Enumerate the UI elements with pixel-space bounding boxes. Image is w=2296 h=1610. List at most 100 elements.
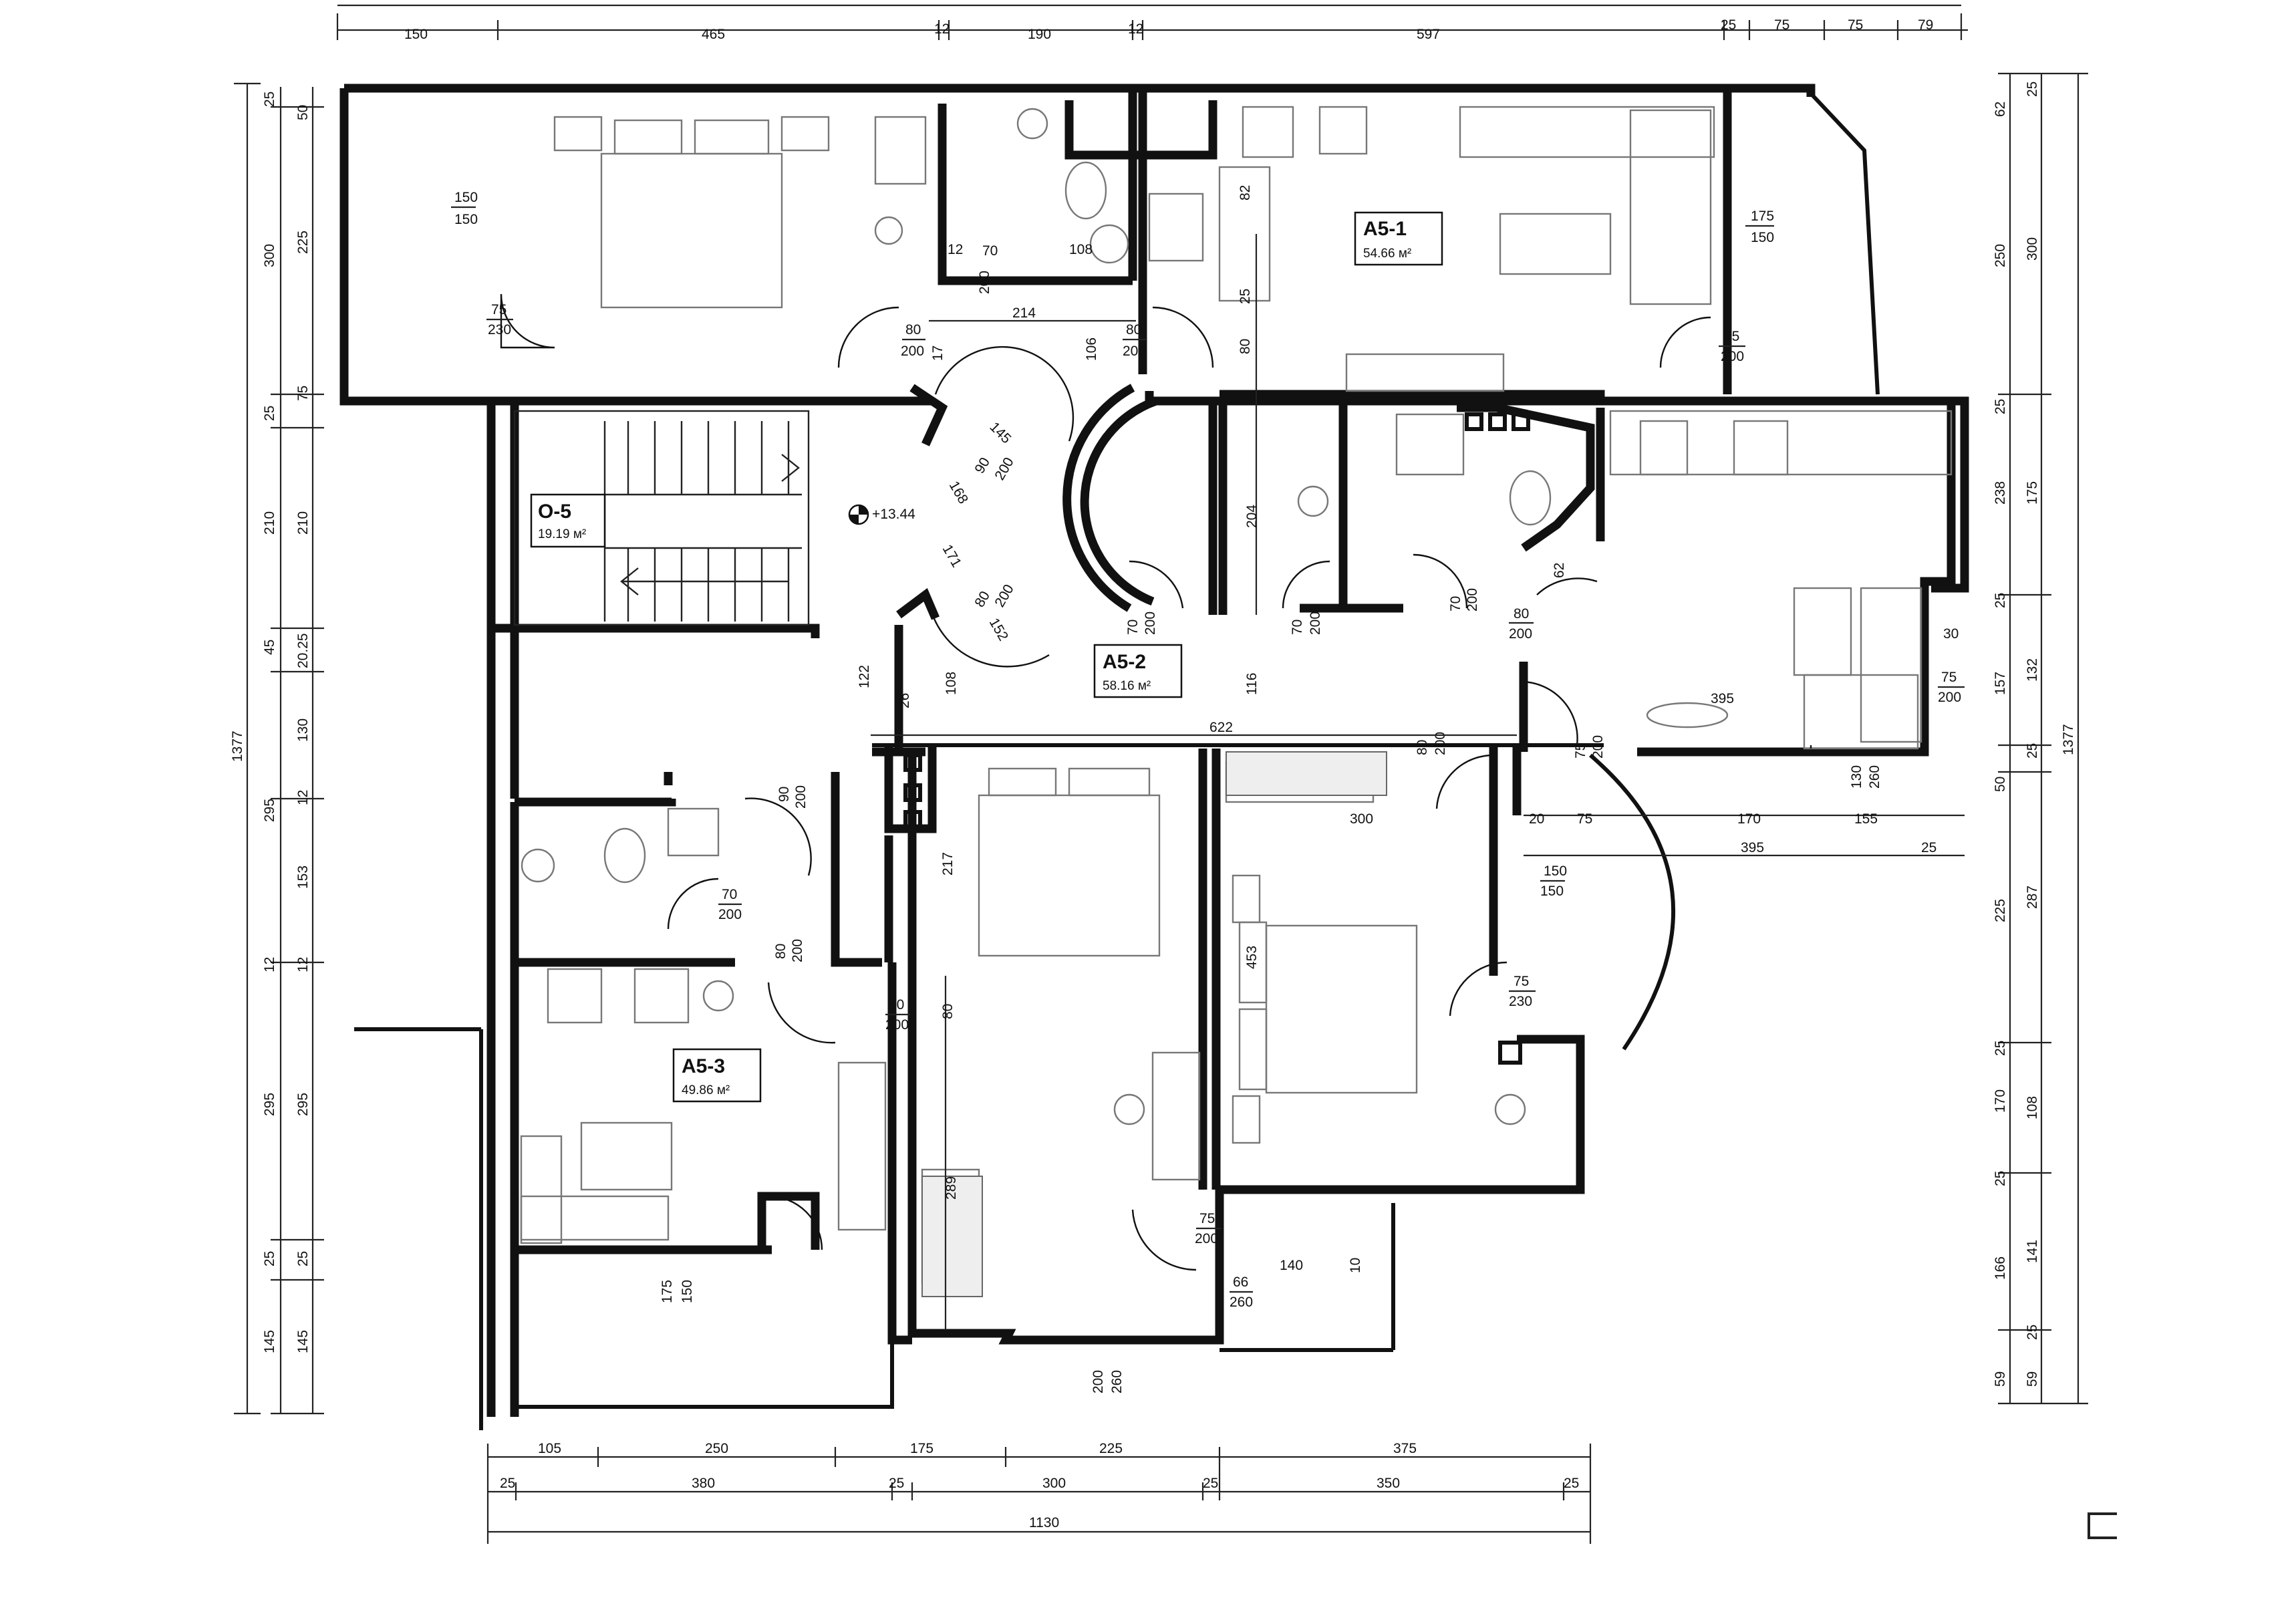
dims-right: 62 250 25 238 25 157 50 225 25 170 25 16…: [1993, 82, 2076, 1387]
staircase: [513, 410, 810, 626]
dim-rm-7: 141: [2025, 1240, 2040, 1263]
dim-lm-0: 25: [262, 92, 277, 107]
idim-8: 145: [986, 419, 1014, 446]
svg-text:90: 90: [776, 787, 792, 802]
dim-b2-5: 350: [1377, 1476, 1400, 1491]
svg-text:230: 230: [488, 322, 511, 338]
svg-text:75: 75: [1199, 1211, 1215, 1226]
dim-rm-2: 175: [2025, 481, 2040, 505]
idim-30: 453: [1244, 946, 1260, 969]
dim-lm-1: 300: [262, 244, 277, 267]
svg-text:66: 66: [1233, 1274, 1248, 1290]
svg-text:200: 200: [1721, 349, 1744, 364]
idim-5: 80: [1238, 339, 1253, 354]
idim-3: 82: [1238, 185, 1253, 200]
svg-text:80: 80: [889, 997, 904, 1013]
idim-26: 395: [1741, 840, 1764, 855]
idim-1: 17: [930, 346, 946, 361]
idim-20: 30: [1943, 626, 1959, 642]
idim-18: 26: [897, 693, 912, 708]
dim-lm-4: 45: [262, 640, 277, 655]
dim-b1-1: 250: [705, 1441, 728, 1456]
idim-31: 289: [944, 1176, 959, 1200]
dim-top-4: 12: [1128, 21, 1143, 37]
dim-top-6: 25: [1721, 17, 1736, 33]
svg-text:200: 200: [1509, 626, 1532, 642]
dim-b3-0: 1130: [1029, 1515, 1059, 1530]
svg-text:200: 200: [1938, 690, 1961, 705]
room-tag-a53: А5-3 49.86 м²: [672, 1048, 762, 1103]
level-mark-value: +13.44: [872, 507, 915, 522]
svg-text:200: 200: [1143, 612, 1158, 635]
dim-ri-9: 170: [1993, 1089, 2008, 1113]
dim-lm-9: 145: [262, 1330, 277, 1353]
svg-text:70: 70: [1448, 596, 1463, 612]
dims-top: 150 465 12 190 12 597 25 75 75 79: [404, 17, 1933, 42]
idim-17: 108: [944, 672, 959, 695]
dim-ri-11: 166: [1993, 1256, 2008, 1280]
svg-text:75: 75: [1941, 670, 1957, 685]
dim-li-9: 295: [295, 1093, 311, 1116]
svg-text:80: 80: [1514, 606, 1529, 622]
svg-text:175: 175: [1751, 209, 1774, 224]
idim-11: 152: [986, 616, 1011, 644]
room-tag-a53-name: А5-3: [682, 1055, 725, 1077]
svg-text:150: 150: [454, 212, 478, 227]
svg-text:70: 70: [982, 243, 998, 259]
dim-ri-2: 25: [1993, 399, 2008, 414]
dim-li-8: 12: [295, 957, 311, 972]
svg-text:75: 75: [491, 302, 507, 317]
dim-ro-0: 1377: [2061, 724, 2076, 755]
dim-top-2: 12: [934, 21, 950, 37]
inner-dims: 214 17 106 82 25 80 108 12 145 168 171 1…: [857, 185, 1965, 1330]
svg-text:80: 80: [1126, 322, 1141, 338]
svg-text:260: 260: [1109, 1370, 1125, 1393]
dim-li-7: 153: [295, 865, 311, 889]
dim-b1-3: 225: [1099, 1441, 1123, 1456]
dim-lm-6: 12: [262, 957, 277, 972]
furniture: [520, 106, 1953, 1297]
dim-rm-8: 25: [2025, 1325, 2040, 1340]
svg-text:80: 80: [905, 322, 921, 338]
idim-2: 106: [1084, 338, 1099, 361]
svg-text:150: 150: [680, 1280, 695, 1303]
svg-text:175: 175: [660, 1280, 675, 1303]
idim-9: 168: [946, 479, 971, 507]
svg-text:200: 200: [1590, 735, 1606, 759]
dim-top-3: 190: [1028, 27, 1051, 42]
dim-b2-1: 380: [692, 1476, 715, 1491]
dim-top-5: 597: [1417, 27, 1440, 42]
idim-4: 25: [1238, 289, 1253, 304]
svg-text:80: 80: [773, 944, 788, 959]
svg-text:260: 260: [1230, 1295, 1253, 1310]
dim-ri-1: 250: [1993, 244, 2008, 267]
dim-b2-6: 25: [1564, 1476, 1579, 1491]
svg-text:75: 75: [1573, 743, 1588, 759]
room-tag-o5-area: 19.19 м²: [538, 527, 586, 541]
dim-ri-0: 62: [1993, 102, 2008, 117]
room-tag-a52: А5-2 58.16 м²: [1093, 644, 1183, 698]
svg-text:200: 200: [1091, 1370, 1106, 1393]
dim-li-10: 25: [295, 1251, 311, 1266]
idim-13: 62: [1552, 563, 1567, 578]
dim-ri-7: 225: [1993, 899, 2008, 922]
svg-text:200: 200: [1195, 1231, 1218, 1246]
svg-text:200: 200: [790, 939, 805, 962]
room-tag-a51: А5-1 54.66 м²: [1354, 211, 1443, 266]
svg-text:70: 70: [722, 887, 737, 902]
dim-li-2: 75: [295, 386, 311, 401]
